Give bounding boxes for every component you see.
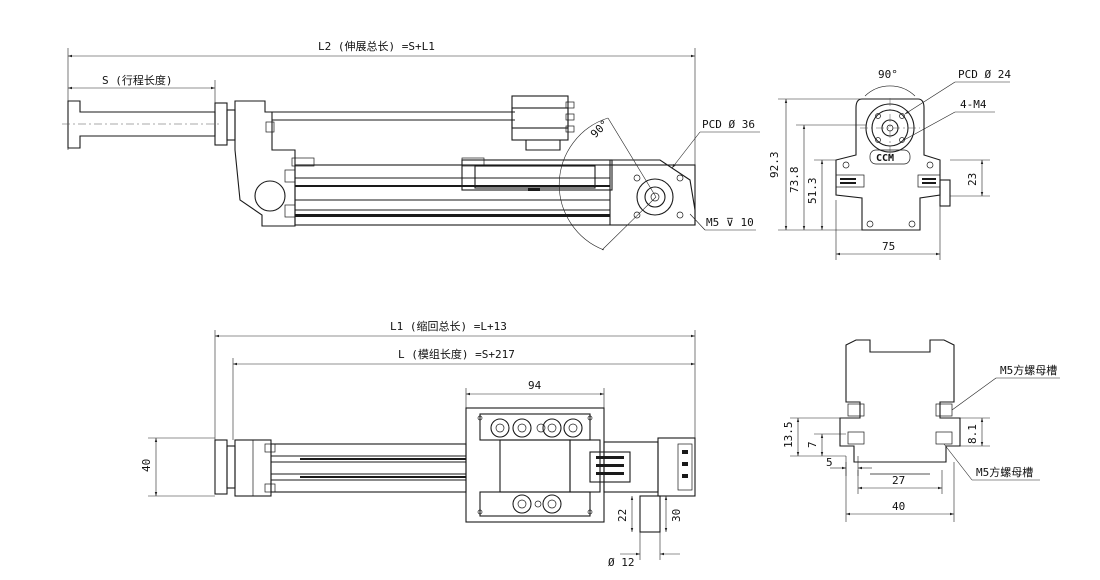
pcd36-label: PCD Ø 36 bbox=[702, 118, 755, 131]
shaft-22-label: 22 bbox=[616, 509, 629, 522]
profile-7-label: 7 bbox=[806, 441, 819, 448]
width-94-label: 94 bbox=[528, 379, 542, 392]
m5-depth-label: M5 ⊽ 10 bbox=[706, 216, 754, 229]
angle-label-side: 90° bbox=[588, 117, 611, 140]
stroke-dimension-label: S (行程长度) bbox=[102, 73, 173, 87]
l2-dimension-label: L2 (伸展总长) =S+L1 bbox=[318, 39, 435, 53]
width-75-label: 75 bbox=[882, 240, 895, 253]
top-view: L1 (缩回总长) =L+13 L (模组长度) =S+217 94 40 bbox=[140, 319, 696, 569]
height-40-label: 40 bbox=[140, 459, 153, 472]
l1-dimension-label: L1 (缩回总长) =L+13 bbox=[390, 319, 507, 333]
profile-view: M5方螺母槽 M5方螺母槽 13.5 7 5 27 8.1 bbox=[782, 339, 1060, 522]
height-73-label: 73.8 bbox=[788, 167, 801, 194]
shaft-30-label: 30 bbox=[670, 509, 683, 522]
brand-logo-text: CCM bbox=[876, 153, 894, 164]
height-23-label: 23 bbox=[966, 173, 979, 186]
slot-label-bottom: M5方螺母槽 bbox=[976, 465, 1033, 479]
holes-label: 4-M4 bbox=[960, 98, 987, 111]
end-view: CCM 90° PCD Ø 24 4-M4 92.3 73.8 51.3 23 … bbox=[768, 68, 1011, 260]
height-51-label: 51.3 bbox=[806, 178, 819, 205]
profile-5-label: 5 bbox=[826, 456, 833, 469]
profile-81-label: 8.1 bbox=[966, 424, 979, 444]
slot-label-top: M5方螺母槽 bbox=[1000, 363, 1057, 377]
height-92-label: 92.3 bbox=[768, 152, 781, 179]
l-dimension-label: L (模组长度) =S+217 bbox=[398, 347, 515, 361]
side-view-extended: L2 (伸展总长) =S+L1 S (行程长度) bbox=[62, 39, 760, 251]
profile-40-label: 40 bbox=[892, 500, 905, 513]
pcd24-label: PCD Ø 24 bbox=[958, 68, 1011, 81]
diameter-12-label: Ø 12 bbox=[608, 556, 635, 569]
angle-label-end: 90° bbox=[878, 68, 898, 81]
profile-135-label: 13.5 bbox=[782, 422, 795, 449]
profile-27-label: 27 bbox=[892, 474, 905, 487]
